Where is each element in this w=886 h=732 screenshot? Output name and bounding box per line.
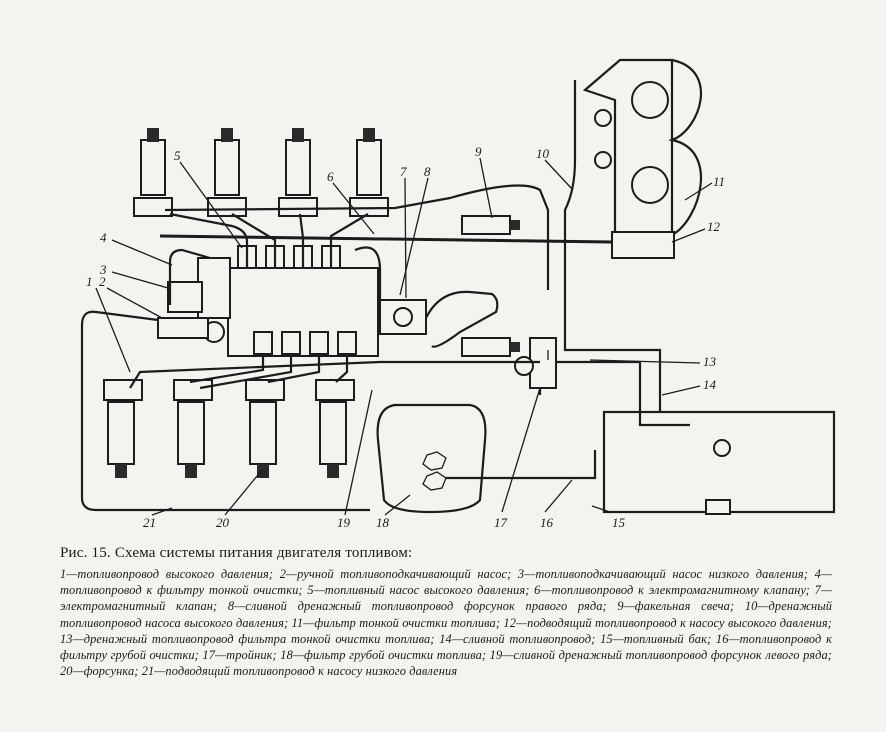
caption-legend: 1—топливопровод высокого давления; 2—руч… bbox=[60, 567, 832, 679]
injector bbox=[245, 379, 285, 478]
label-17: 17 bbox=[494, 515, 508, 530]
solenoid-valve bbox=[379, 299, 427, 335]
label-9: 9 bbox=[475, 144, 482, 159]
fuel-system-diagram: 1 2 3 4 5 6 7 8 9 10 11 12 13 14 15 16 1… bbox=[80, 58, 836, 530]
figure-caption: Рис. 15. Схема системы питания двигателя… bbox=[60, 545, 832, 679]
part-labels: 1 2 3 4 5 6 7 8 9 10 11 12 13 14 15 16 1… bbox=[86, 144, 725, 530]
injectors-left-row bbox=[103, 379, 355, 478]
label-8: 8 bbox=[424, 164, 431, 179]
flare-plug bbox=[461, 337, 520, 357]
label-12: 12 bbox=[707, 219, 721, 234]
label-20: 20 bbox=[216, 515, 230, 530]
label-11: 11 bbox=[713, 174, 725, 189]
label-21: 21 bbox=[143, 515, 156, 530]
label-19: 19 bbox=[337, 515, 351, 530]
injector bbox=[315, 379, 355, 478]
label-10: 10 bbox=[536, 146, 550, 161]
flare-plug bbox=[461, 215, 520, 235]
low-pressure-pump bbox=[157, 257, 231, 343]
injector bbox=[133, 128, 173, 217]
injector bbox=[173, 379, 213, 478]
injectors-right-row bbox=[133, 128, 389, 217]
injector bbox=[207, 128, 247, 217]
label-2: 2 bbox=[99, 274, 106, 289]
label-6: 6 bbox=[327, 169, 334, 184]
label-15: 15 bbox=[612, 515, 626, 530]
hand-pump bbox=[167, 281, 203, 313]
injector bbox=[278, 128, 318, 217]
injector bbox=[103, 379, 143, 478]
high-pressure-pump bbox=[227, 245, 379, 357]
injector bbox=[349, 128, 389, 217]
label-4: 4 bbox=[100, 230, 107, 245]
label-5: 5 bbox=[174, 148, 181, 163]
label-7: 7 bbox=[400, 164, 407, 179]
label-14: 14 bbox=[703, 377, 717, 392]
label-18: 18 bbox=[376, 515, 390, 530]
label-13: 13 bbox=[703, 354, 717, 369]
fuel-lines bbox=[80, 80, 690, 512]
fuel-tank bbox=[602, 410, 836, 515]
fine-filter bbox=[582, 58, 703, 259]
label-16: 16 bbox=[540, 515, 554, 530]
label-3: 3 bbox=[99, 262, 107, 277]
label-1: 1 bbox=[86, 274, 93, 289]
caption-title: Рис. 15. Схема системы питания двигателя… bbox=[60, 545, 413, 561]
coarse-filter bbox=[376, 403, 487, 514]
leader-lines bbox=[95, 157, 713, 516]
